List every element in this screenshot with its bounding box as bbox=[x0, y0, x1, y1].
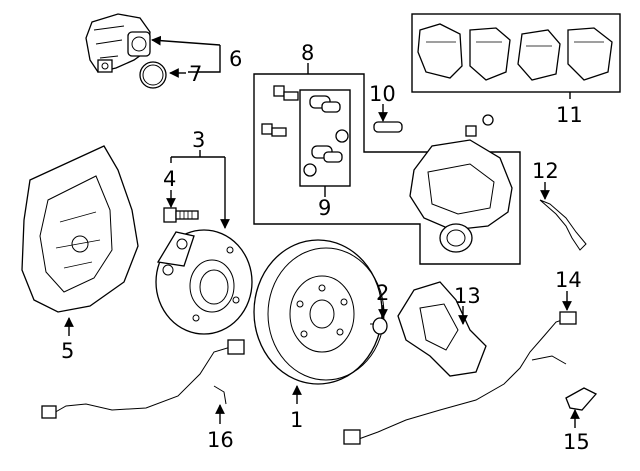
label-4: 4 bbox=[163, 167, 176, 191]
part-12-spring-clip bbox=[539, 199, 587, 251]
label-3: 3 bbox=[192, 128, 205, 152]
part-7-o-ring bbox=[139, 61, 167, 89]
label-2: 2 bbox=[376, 281, 389, 305]
part-1-brake-rotor bbox=[253, 239, 385, 385]
label-10: 10 bbox=[369, 82, 396, 106]
label-12: 12 bbox=[532, 159, 559, 183]
label-5: 5 bbox=[61, 339, 74, 363]
part-16-sensor-wire-left bbox=[41, 339, 245, 419]
label-7: 7 bbox=[189, 62, 202, 86]
label-16: 16 bbox=[207, 428, 234, 452]
label-9: 9 bbox=[318, 196, 331, 220]
part-3-hub-bearing bbox=[155, 229, 253, 335]
caliper-group-box bbox=[253, 73, 521, 265]
leader-lines bbox=[64, 35, 580, 428]
caliper-body bbox=[409, 114, 513, 253]
label-1: 1 bbox=[290, 408, 303, 432]
label-14: 14 bbox=[555, 268, 582, 292]
label-11: 11 bbox=[556, 103, 583, 127]
label-13: 13 bbox=[454, 284, 481, 308]
part-10-guide-pin bbox=[373, 121, 403, 133]
part-8-bolts bbox=[261, 85, 299, 137]
label-15: 15 bbox=[563, 430, 590, 454]
part-9-slide-pins bbox=[303, 95, 349, 177]
part-6-actuator bbox=[85, 13, 151, 73]
part-4-hub-bolt bbox=[163, 207, 199, 223]
label-6: 6 bbox=[229, 47, 242, 71]
part-13-caliper-bracket bbox=[397, 281, 487, 377]
part-11-brake-pads bbox=[417, 23, 613, 81]
pad-group-box bbox=[411, 13, 621, 93]
label-8: 8 bbox=[301, 41, 314, 65]
part-5-dust-shield bbox=[21, 145, 139, 313]
part-15-speed-sensor bbox=[565, 387, 598, 411]
part-14-sensor-wire-right bbox=[343, 311, 577, 445]
